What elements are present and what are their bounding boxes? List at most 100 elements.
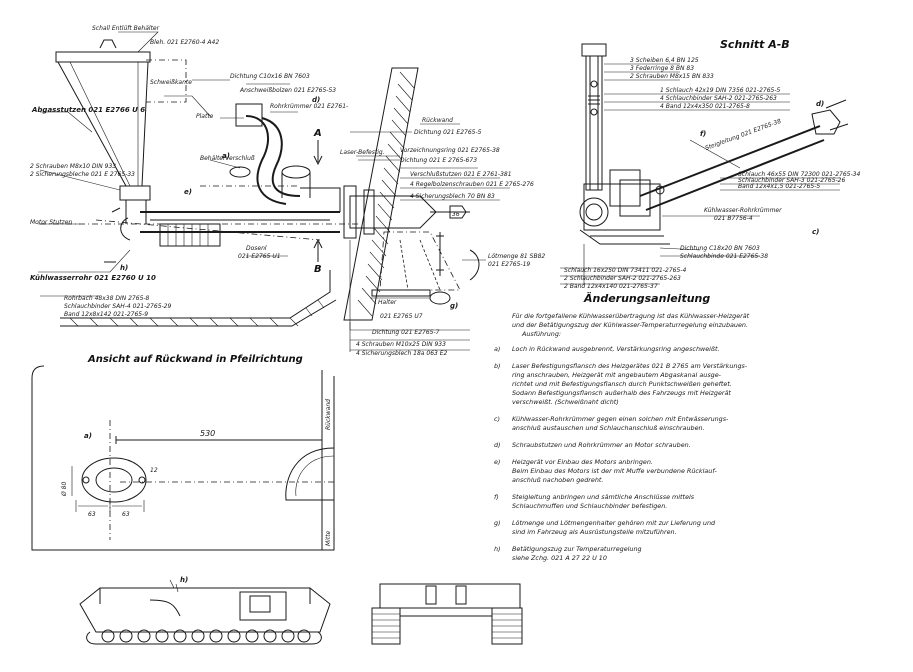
middle-labels: Rückwand Dichtung 021 E2765-5 Laser-Befe… (340, 117, 545, 357)
label-s11: Kühlwasser-Rohrkrümmer (704, 207, 782, 214)
section-labels: Schnitt A-B 3 Scheiben 6,4 BN 125 3 Fede… (564, 38, 860, 290)
label-m7: 4 Regelbolzenschrauben 021 E 2765-276 (410, 181, 534, 188)
dim-36: 36 (452, 211, 460, 218)
label-m8: 4 Sicherungsblech 70 BN 83 (410, 193, 495, 200)
letter-c: c) (812, 228, 819, 236)
label-5: Dichtung C10x16 BN 7603 (230, 73, 310, 80)
dim-530: 530 (200, 429, 215, 438)
label-m2: Dichtung 021 E2765-5 (414, 129, 482, 136)
letter-A: A (313, 128, 322, 139)
instruction-step-line: Heizgerät vor Einbau des Motors anbringe… (512, 458, 653, 466)
dim-63-right: 63 (122, 511, 130, 518)
letter-h: h) (120, 264, 128, 272)
dim-63-left: 63 (88, 511, 96, 518)
letter-B: B (314, 264, 322, 275)
instruction-step-line: ring anschrauben, Heizgerät mit angebaut… (512, 371, 722, 379)
label-m13: Dichtung 021 E2765-7 (372, 329, 440, 336)
label-s2: 3 Federringe 8 BN 83 (630, 65, 694, 72)
label-s3: 2 Schrauben M8x15 BN 833 (630, 73, 714, 80)
instructions-text: Für die fortgefallene Kühlwasserübertrag… (494, 312, 750, 562)
label-m9: Lötmenge 81 SB82 (488, 253, 545, 260)
instruction-step-line: Lötmenge und Lötmengenhalter gehören mit… (512, 519, 716, 527)
instruction-step-letter: d) (494, 441, 501, 449)
instruction-step-line: anschluß austauschen und Schlauchanschlu… (512, 424, 705, 432)
label-7: Rohrkrümmer 021 E2761- (270, 103, 348, 110)
instruction-step-letter: c) (494, 415, 500, 423)
section-title: Schnitt A-B (720, 38, 790, 51)
label-3: Abgasstutzen 021 E2766 U 6 (31, 106, 145, 114)
label-10: 2 Schrauben M8x10 DIN 933 (30, 163, 116, 170)
letter-e: e) (184, 188, 192, 196)
instruction-step-line: verschweißt. (Schweißnaht dicht) (512, 398, 619, 406)
top-left-labels: Schall Entlüft Behälter Bleh. 021 E2760-… (30, 25, 348, 318)
instruction-intro-line: Für die fortgefallene Kühlwasserübertrag… (512, 312, 750, 320)
label-2: Bleh. 021 E2760-4 A42 (150, 39, 219, 46)
label-m10: 021 E2765-19 (488, 261, 530, 268)
instruction-step-line: Beim Einbau des Motors ist der mit Muffe… (512, 467, 717, 475)
rear-wall-label: Rückwand (325, 399, 332, 430)
instruction-step-line: Kühlwasser-Rohrkrümmer gegen einen solch… (512, 415, 729, 423)
label-9: Behälterverschluß (200, 155, 255, 162)
instruction-step-letter: b) (494, 362, 501, 370)
label-s16: 2 Schlauchbinder SAH-2 021-2765-263 (564, 275, 681, 282)
instruction-step-line: richtet und mit Befestigungsflansch durc… (512, 380, 732, 388)
letter-h-bottom: h) (180, 576, 188, 584)
label-s5: 4 Schlauchbinder SAH-2 021-2765-263 (660, 95, 777, 102)
tank-rear-view (371, 583, 523, 645)
label-m14: 4 Schrauben M10x25 DIN 933 (356, 341, 446, 348)
instructions-block: Änderungsanleitung Für die fortgefallene… (494, 291, 750, 562)
label-13: Kühlwasserrohr 021 E2760 U 10 (30, 274, 156, 282)
instruction-step-line: Steigleitung anbringen und sämtliche Ans… (512, 493, 695, 501)
label-s17: 2 Band 12x4x140 021-2765-37 (564, 283, 658, 290)
instruction-step-line: Sodann Befestigungsflansch außerhalb des… (512, 389, 731, 397)
instruction-step-letter: e) (494, 458, 500, 466)
label-s6: 4 Band 12x4x350 021-2765-8 (660, 103, 750, 110)
label-m12: 021 E2765 U7 (380, 313, 423, 320)
label-s8: Schlauch 46x55 DIN 72300 021-2765-34 (738, 171, 860, 178)
rear-view-title: Ansicht auf Rückwand in Pfeilrichtung (87, 354, 303, 365)
label-1: Schall Entlüft Behälter (92, 25, 160, 32)
label-18: 021 E2765 U1 (238, 253, 281, 260)
instruction-step-line: Betätigungszug zur Temperaturregelung (512, 545, 642, 553)
label-m1: Rückwand (422, 117, 453, 124)
instruction-step-letter: f) (494, 493, 499, 501)
heater-assembly-view (38, 31, 360, 327)
instruction-step-line: siehe Zchg. 021 A 27 22 U 10 (512, 554, 607, 562)
instruction-step-line: sind im Fahrzeug als Ausrüstungsteile mi… (512, 528, 677, 536)
label-s14: Schlauchbinde 021 E2765-38 (680, 253, 768, 260)
label-14: Rohrbach 48x38 DIN 2765-8 (64, 295, 150, 302)
letter-g: g) (450, 302, 458, 310)
r12-label: 12 (150, 467, 158, 474)
label-s10: Band 12x4x1,5 021-2765-5 (738, 183, 820, 190)
instructions-title: Änderungsanleitung (583, 291, 710, 305)
letter-d: d) (312, 96, 320, 104)
label-m15: 4 Sicherungsblech 18a 063 E2 (356, 350, 448, 357)
letter-f: f) (700, 130, 706, 138)
instruction-step-line: Loch in Rückwand ausgebrennt, Verstärkun… (512, 345, 720, 353)
instruction-step-line: anschluß nachoben gedreht. (512, 476, 603, 484)
label-s7: Steigleitung 021 E2765-38 (704, 118, 782, 152)
label-12: Motor Stutzen (30, 219, 72, 226)
instruction-step-line: Laser Befestigungsflansch des Heizgeräte… (512, 362, 748, 370)
letter-a-rear: a) (84, 432, 92, 440)
instruction-intro-line: Ausführung: (521, 330, 561, 338)
label-m6: Verschlußstutzen 021 E 2761-381 (410, 171, 512, 178)
label-s9: Schlauchbinder SAH-3 021-2765-26 (738, 177, 845, 184)
heater-unit (343, 131, 510, 352)
rear-wall-section (343, 67, 460, 321)
label-6: Anschweißbolzen 021 E2765-53 (239, 87, 336, 94)
instruction-step-letter: h) (494, 545, 501, 553)
label-m11: Halter (378, 299, 397, 306)
label-s4: 1 Schlauch 42x19 DIN 7356 021-2765-5 (660, 87, 781, 94)
label-s15: Schlauch 16x250 DIN 73411 021-2765-4 (564, 267, 686, 274)
tank-side-view (79, 579, 331, 645)
label-8: Platte (196, 113, 214, 120)
mitte-label: Mitte (325, 530, 332, 546)
rear-wall-view (31, 365, 335, 551)
label-17: Dosenl (246, 245, 267, 252)
label-16: Band 12x8x142 021-2765-9 (64, 311, 148, 318)
instruction-step-line: Schraubstutzen und Rohrkrümmer an Motor … (512, 441, 691, 449)
section-a-b-view (560, 43, 849, 285)
label-s12: 021 B7756-4 (714, 215, 753, 222)
